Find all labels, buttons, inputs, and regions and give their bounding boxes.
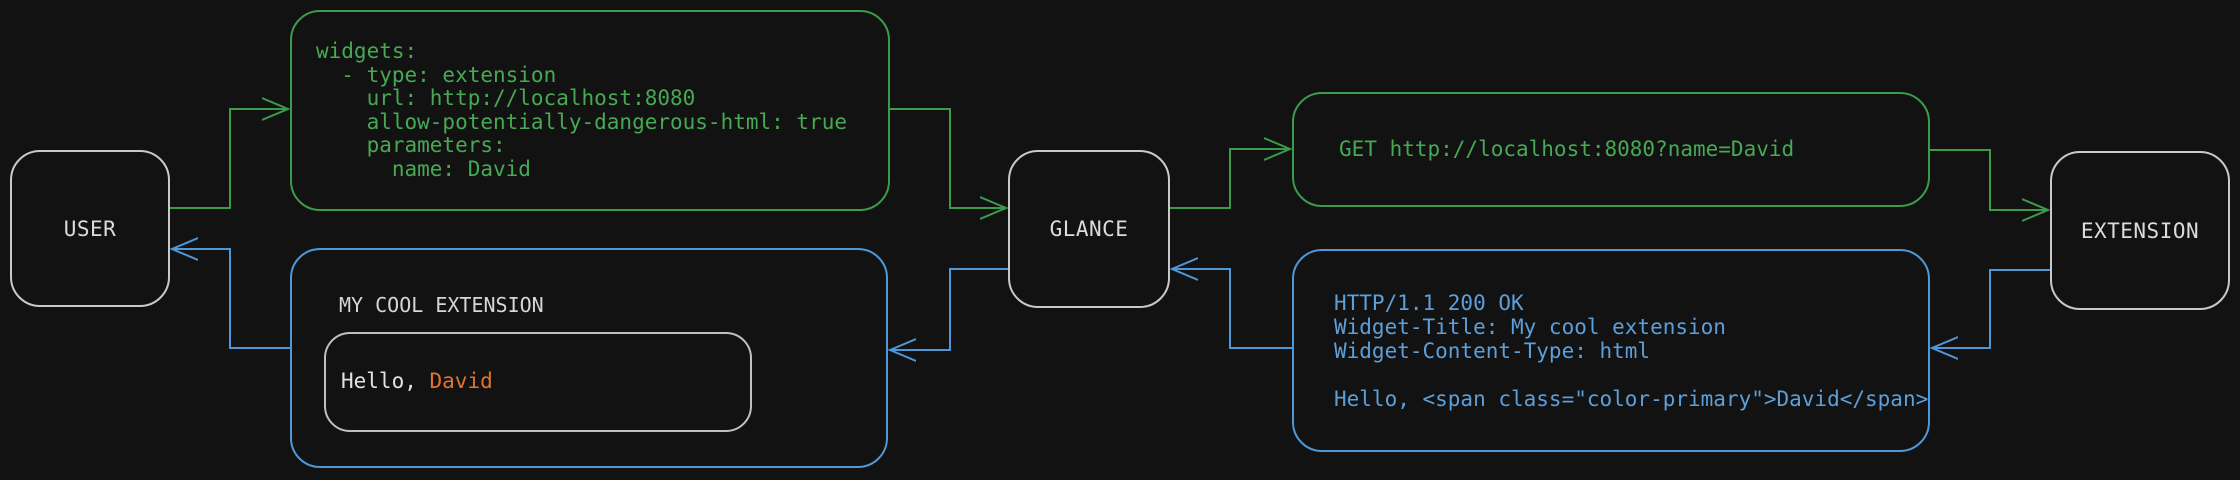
node-extension: EXTENSION <box>2050 151 2230 310</box>
arrow-user-to-config <box>170 109 288 209</box>
http-response-header-line: HTTP/1.1 200 OK <box>1334 290 1524 315</box>
config-yaml-line: - type: extension <box>316 62 557 87</box>
http-request-line: GET http://localhost:8080?name=David <box>1339 136 1795 161</box>
arrow-config-to-glance <box>890 108 1006 208</box>
arrow-glance-to-widget <box>890 268 1008 350</box>
arrow-widget-to-user <box>172 249 290 349</box>
arrow-extension-to-response <box>1932 269 2050 348</box>
http-request-box: GET http://localhost:8080?name=David <box>1292 92 1930 207</box>
http-response-header-line: Widget-Title: My cool extension <box>1334 314 1726 339</box>
http-response-body-line: Hello, <span class="color-primary">David… <box>1334 386 1929 411</box>
node-user: USER <box>10 150 170 307</box>
widget-title: MY COOL EXTENSION <box>339 293 544 317</box>
widget-content-box: Hello, David <box>324 332 752 432</box>
config-yaml-line: allow-potentially-dangerous-html: true <box>316 109 848 134</box>
hello-prefix-text: Hello, <box>341 369 430 394</box>
node-user-label: USER <box>63 216 117 241</box>
config-yaml-line: parameters: <box>316 133 506 157</box>
arrow-request-to-extension <box>1930 149 2048 210</box>
http-response-header-line: Widget-Content-Type: html <box>1334 338 1651 363</box>
config-yaml-line: widgets: <box>316 39 418 63</box>
rendered-widget-box: MY COOL EXTENSION Hello, David <box>290 248 888 468</box>
node-glance-label: GLANCE <box>1049 217 1129 241</box>
http-response-box: HTTP/1.1 200 OK Widget-Title: My cool ex… <box>1292 249 1930 452</box>
config-yaml-line: name: David <box>316 156 531 181</box>
arrow-response-to-glance <box>1172 269 1292 349</box>
config-yaml-box: widgets: - type: extension url: http://l… <box>290 10 890 211</box>
node-extension-label: EXTENSION <box>2080 218 2200 243</box>
arrow-glance-to-request <box>1170 149 1290 209</box>
node-glance: GLANCE <box>1008 150 1170 308</box>
hello-name-text: David <box>429 369 493 394</box>
config-yaml-line: url: http://localhost:8080 <box>316 86 696 110</box>
